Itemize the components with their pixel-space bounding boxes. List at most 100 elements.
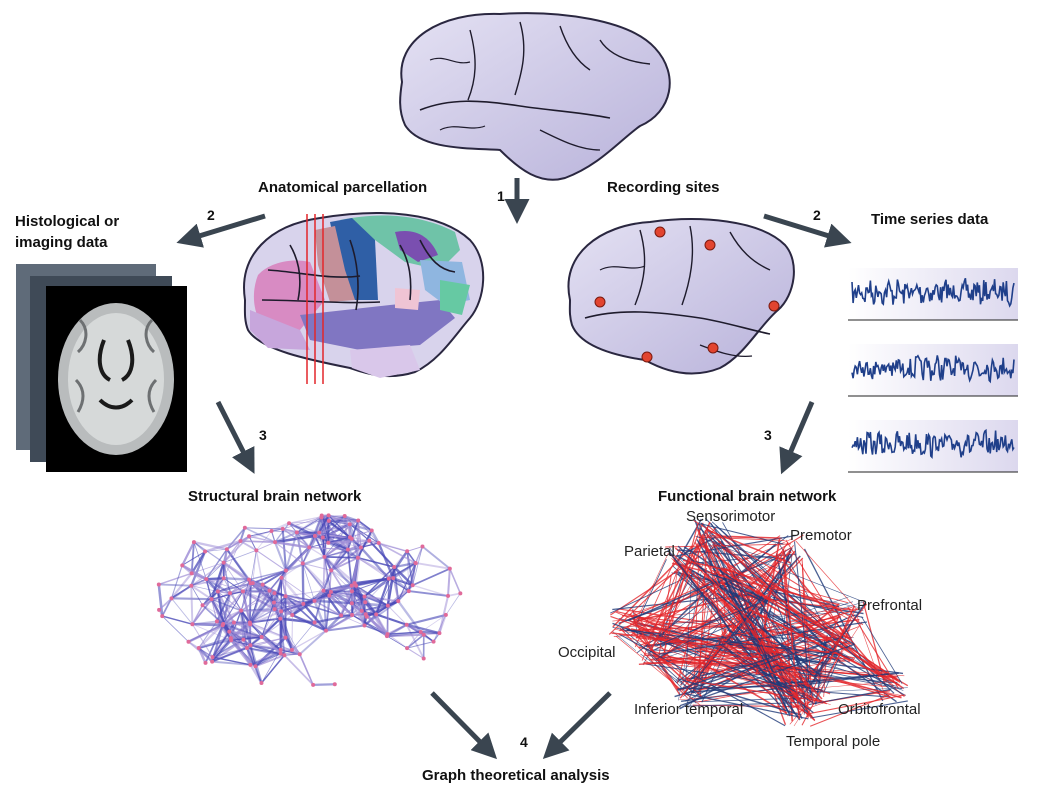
top-brain-illustration: [399, 12, 671, 181]
functional-edge: [810, 694, 890, 727]
structural-edge: [192, 623, 223, 627]
structural-edge: [357, 519, 373, 532]
structural-node: [160, 614, 165, 619]
structural-edge: [314, 599, 352, 605]
structural-node: [312, 620, 317, 625]
structural-node: [362, 594, 367, 599]
structural-edge: [288, 522, 320, 534]
structural-network-label: Structural brain network: [188, 488, 362, 505]
functional-edge: [724, 587, 771, 667]
step-2-right-number: 2: [813, 207, 821, 223]
structural-node: [221, 560, 226, 565]
structural-node: [267, 588, 272, 593]
structural-edge: [193, 540, 228, 551]
structural-edge: [288, 522, 316, 537]
structural-node: [259, 681, 264, 686]
structural-edge: [261, 614, 293, 638]
structural-node: [279, 575, 284, 580]
structural-edge: [363, 613, 377, 627]
functional-edge: [723, 567, 843, 612]
structural-node: [200, 603, 205, 608]
region-parietal-label: Parietal: [624, 543, 675, 560]
structural-edge: [274, 541, 287, 571]
functional-edge: [799, 657, 830, 700]
structural-edge: [328, 539, 370, 544]
structural-node: [320, 535, 325, 540]
arrow-step-4-right: [542, 691, 612, 760]
structural-edge: [204, 539, 241, 553]
structural-edge: [408, 590, 449, 597]
structural-edge: [421, 545, 451, 570]
structural-node: [323, 628, 328, 633]
structural-edge: [361, 610, 377, 615]
structural-node: [224, 547, 229, 552]
structural-edge: [313, 590, 325, 602]
structural-edge: [244, 527, 276, 543]
structural-node: [421, 632, 426, 637]
region-inferior-temporal-label: Inferior temporal: [634, 701, 744, 718]
structural-edge: [406, 550, 417, 564]
functional-edge: [715, 536, 781, 539]
functional-edge: [806, 687, 908, 693]
structural-edge: [375, 614, 388, 637]
structural-edge: [223, 561, 252, 585]
structural-edge: [170, 572, 193, 600]
structural-edge: [223, 562, 244, 592]
functional-edge: [695, 535, 791, 566]
structural-edge: [406, 623, 422, 634]
functional-edge: [723, 569, 726, 644]
structural-node: [278, 647, 283, 652]
structural-node: [431, 639, 436, 644]
structural-edge: [406, 641, 434, 649]
functional-edge: [682, 679, 801, 716]
arrow-step-4-left: [430, 691, 498, 760]
structural-node: [392, 565, 397, 570]
functional-edge: [714, 543, 849, 620]
functional-edge: [809, 690, 891, 698]
structural-edge: [327, 541, 359, 559]
structural-node: [312, 598, 317, 603]
structural-edge: [222, 609, 242, 625]
functional-edge: [636, 552, 669, 620]
structural-node: [280, 526, 285, 531]
structural-edge: [388, 562, 417, 580]
structural-edge: [387, 631, 421, 635]
functional-edge: [660, 546, 714, 637]
structural-node: [210, 655, 215, 660]
structural-edge: [285, 555, 325, 572]
structural-edge: [211, 623, 225, 662]
structural-edge: [447, 592, 461, 597]
step-3-left-number: 3: [259, 427, 267, 443]
structural-edge: [158, 572, 192, 586]
structural-node: [189, 583, 194, 588]
anatomical-parcellation-label: Anatomical parcellation: [258, 179, 428, 196]
structural-edge: [223, 577, 244, 592]
structural-node: [190, 622, 195, 627]
structural-node: [332, 682, 337, 687]
structural-edge: [394, 561, 416, 569]
functional-edge: [678, 539, 708, 701]
structural-edge: [273, 592, 282, 612]
structural-node: [242, 525, 247, 530]
structural-node: [247, 534, 252, 539]
structural-edge: [228, 593, 231, 632]
structural-edge: [260, 654, 285, 684]
structural-edge: [301, 563, 305, 604]
structural-edge: [302, 535, 316, 564]
functional-edge: [612, 631, 637, 651]
structural-edge: [386, 633, 424, 638]
structural-node: [186, 639, 191, 644]
structural-edge: [223, 540, 241, 579]
structural-edge: [211, 624, 224, 662]
signal-trace: [851, 354, 1015, 384]
structural-node: [350, 612, 355, 617]
structural-edge: [211, 647, 248, 663]
structural-edge: [193, 541, 207, 580]
structural-edge: [302, 547, 310, 564]
structural-node: [374, 612, 379, 617]
functional-edge: [718, 643, 815, 705]
structural-edge: [308, 546, 325, 558]
electrode-site: [594, 296, 606, 308]
structural-edge: [190, 551, 207, 587]
functional-edge: [618, 633, 786, 727]
